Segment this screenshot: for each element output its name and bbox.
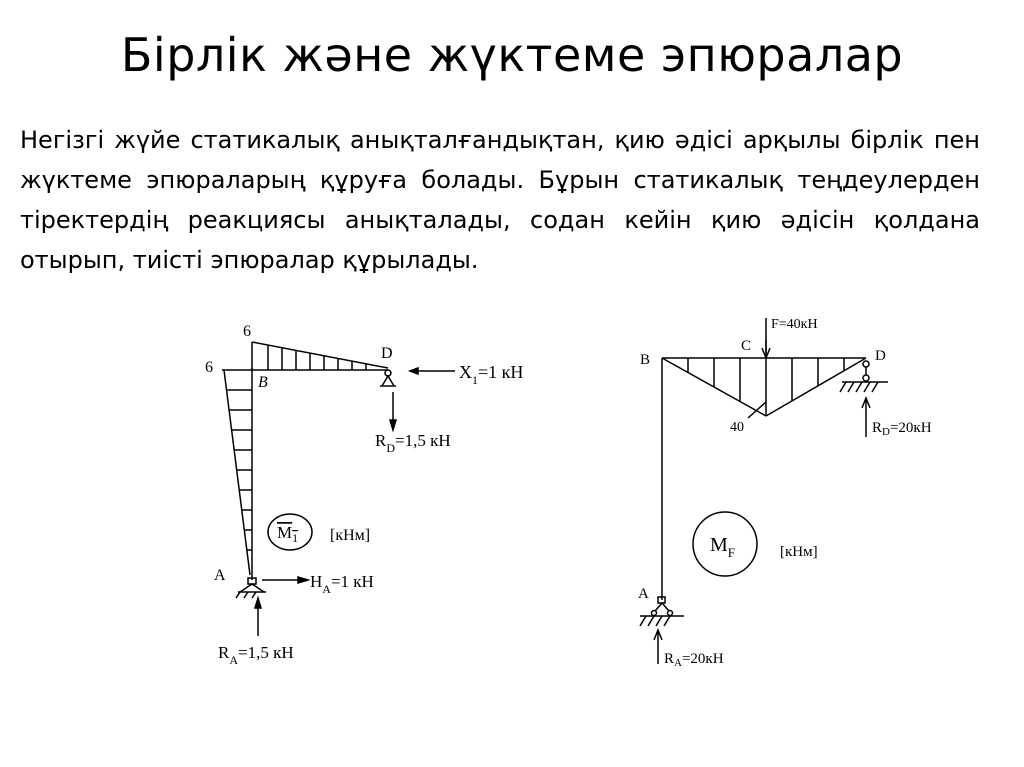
- left-value-top: 6: [243, 323, 251, 340]
- right-node-d: D: [875, 348, 886, 364]
- left-node-a: A: [214, 567, 226, 584]
- moment-mf-label: MF: [710, 534, 735, 560]
- left-value-left: 6: [205, 359, 213, 376]
- force-x1-label: X1=1 кН: [459, 362, 523, 387]
- right-node-b: B: [640, 352, 650, 368]
- reaction-rd-label-right: RD=20кН: [872, 420, 932, 438]
- reaction-ha-label: HA=1 кН: [310, 572, 374, 596]
- left-node-b: B: [258, 374, 268, 391]
- reaction-ra-label-right: RA=20кН: [664, 651, 724, 669]
- slide-paragraph: Негізгі жүйе статикалық анықталғандықтан…: [20, 126, 980, 274]
- left-units: [кНм]: [330, 527, 370, 544]
- moment-m1-label: M1: [277, 523, 298, 545]
- reaction-ra-label: RA=1,5 кН: [218, 643, 294, 667]
- right-node-c: C: [741, 338, 751, 354]
- left-node-d: D: [381, 345, 393, 362]
- force-f-label: F=40кН: [771, 317, 818, 332]
- right-units: [кНм]: [780, 544, 818, 560]
- peak-value-label: 40: [730, 420, 744, 435]
- right-node-a: A: [638, 586, 649, 602]
- reaction-rd-label: RD=1,5 кН: [375, 431, 451, 455]
- slide-title: Бірлік және жүктеме эпюралар: [120, 28, 904, 82]
